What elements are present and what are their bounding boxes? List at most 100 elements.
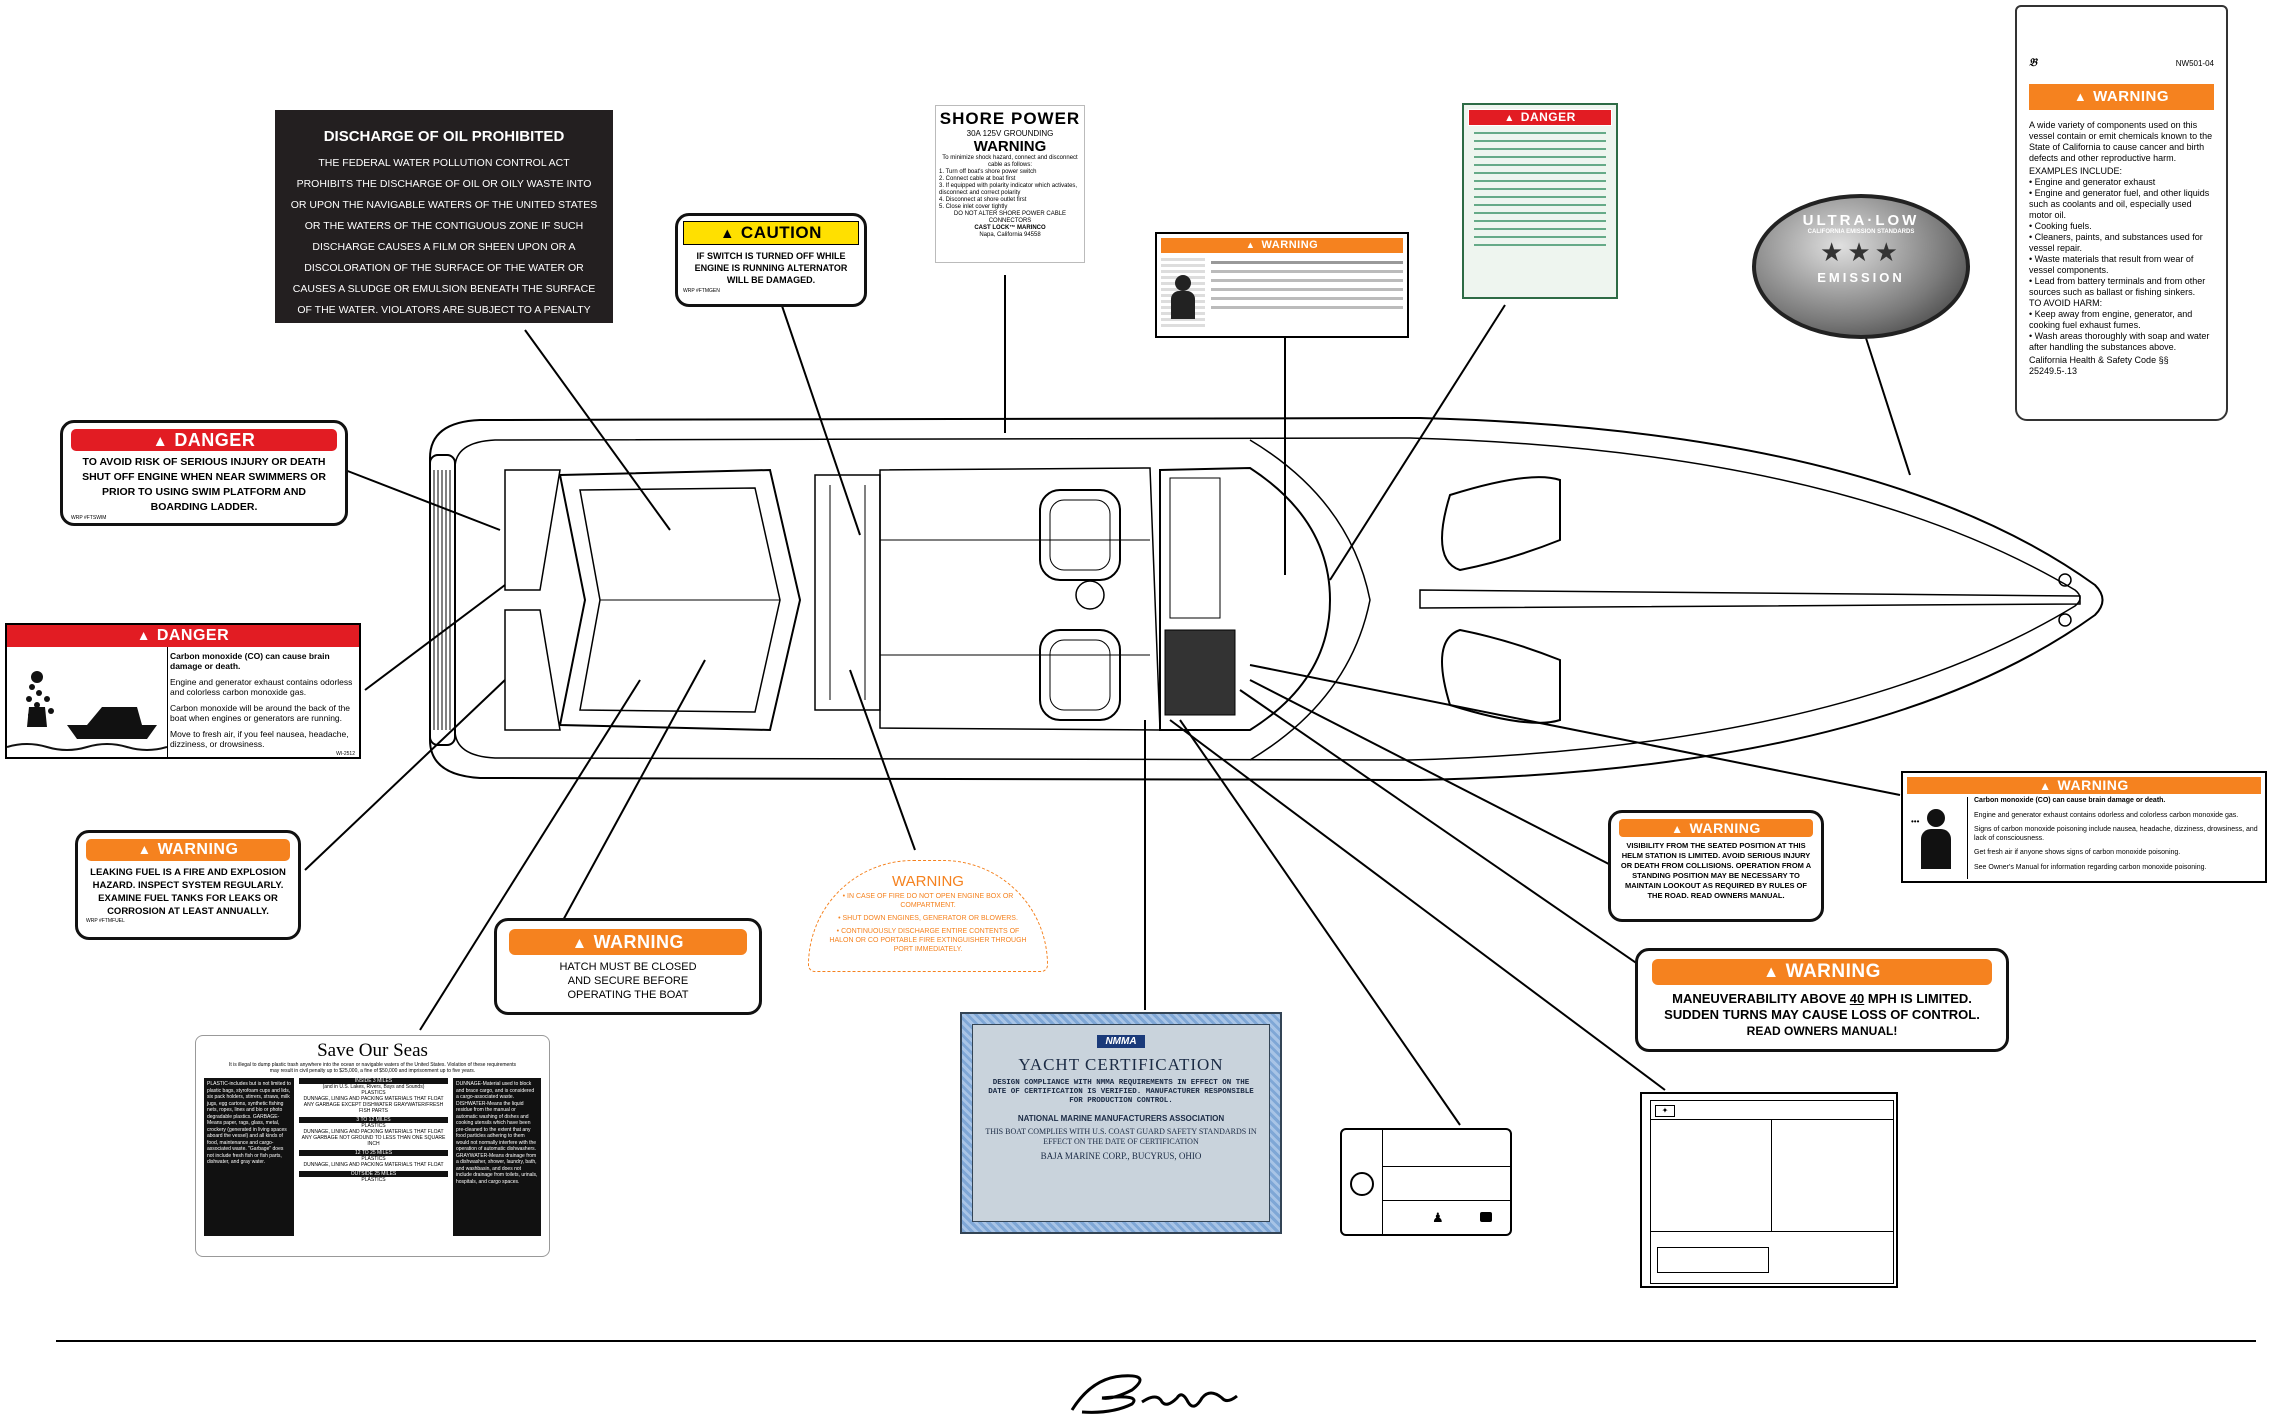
prop65-example: • Waste materials that result from wear …: [2029, 254, 2194, 275]
prop65-intro: A wide variety of components used on thi…: [2029, 120, 2213, 163]
seas-mid-line: DUNNAGE, LINING AND PACKING MATERIALS TH…: [303, 1162, 444, 1168]
prop65-example: • Engine and generator fuel, and other l…: [2029, 188, 2210, 220]
yacht-title: YACHT CERTIFICATION: [1018, 1055, 1224, 1074]
seas-zone-header: INSIDE 3 MILES: [299, 1078, 448, 1084]
seas-mid-line: ANY GARBAGE NOT GROUND TO LESS THAN ONE …: [301, 1135, 446, 1147]
nmma-logo-icon: NMMA: [1097, 1035, 1145, 1048]
yacht-p1: DESIGN COMPLIANCE WITH NMMA REQUIREMENTS…: [988, 1079, 1254, 1105]
shore-step: 2. Connect cable at boat first: [939, 176, 1016, 182]
prop65-warning-tag: 𝔅 NW501-04 ▲WARNING A wide variety of co…: [2015, 5, 2228, 421]
co-right-header-text: WARNING: [2057, 777, 2129, 793]
shore-power-steps: 1. Turn off boat's shore power switch 2.…: [939, 169, 1081, 225]
prop65-avoid: • Keep away from engine, generator, and …: [2029, 309, 2193, 330]
maneuver-warning-header: ▲WARNING: [1652, 959, 1992, 985]
co-right-line: Get fresh air if anyone shows signs of c…: [1974, 849, 2181, 856]
fuel-warning-label: ▲WARNING LEAKING FUEL IS A FIRE AND EXPL…: [75, 830, 301, 940]
fire-warning-line: • SHUT DOWN ENGINES, GENERATOR OR BLOWER…: [838, 915, 1018, 922]
seas-mid-line: (and in U.S. Lakes, Rivers, Bays and Sou…: [322, 1084, 425, 1090]
co-danger-p1: Carbon monoxide (CO) can cause brain dam…: [170, 651, 330, 671]
discharge-oil-label: DISCHARGE OF OIL PROHIBITED THE FEDERAL …: [275, 110, 613, 337]
emission-bottom-text: EMISSION: [1817, 270, 1905, 285]
baja-logo-icon: [1062, 1368, 1242, 1425]
co-danger-p4: Move to fresh air, if you feel nausea, h…: [170, 729, 349, 749]
visibility-warning-header-text: WARNING: [1689, 820, 1761, 836]
hatch-line: HATCH MUST BE CLOSED: [559, 961, 697, 973]
warning-triangle-icon: ▲: [720, 226, 735, 242]
fuel-warning-header-text: WARNING: [157, 841, 239, 858]
caution-header-text: CAUTION: [740, 223, 822, 242]
gas-danger-lines: [1468, 132, 1612, 246]
co-danger-label: ▲ DANGER Carbon monoxide (CO) can cause b…: [5, 623, 361, 759]
canadian-compliance-plate: ✦: [1640, 1092, 1898, 1288]
warning-triangle-icon: ▲: [137, 842, 152, 857]
seas-mid-line: PLASTICS: [361, 1156, 386, 1162]
warning-triangle-icon: ▲: [152, 433, 169, 450]
person-icon: •••: [1907, 797, 1968, 879]
warning-triangle-icon: ▲: [571, 935, 588, 952]
co-small-body: [1161, 257, 1403, 327]
maneuver-line1-pre: MANEUVERABILITY ABOVE: [1672, 991, 1850, 1006]
maneuver-line-1: MANEUVERABILITY ABOVE 40 MPH IS LIMITED.: [1652, 991, 1992, 1007]
maneuver-line-2: SUDDEN TURNS MAY CAUSE LOSS OF CONTROL.: [1664, 1007, 1980, 1022]
seas-intro: It is illegal to dump plastic trash anyw…: [228, 1062, 516, 1074]
person-icon: ♟: [1432, 1210, 1444, 1225]
co-danger-p3: Carbon monoxide will be around the back …: [170, 703, 351, 723]
co-right-line: Signs of carbon monoxide poisoning inclu…: [1974, 826, 2258, 842]
co-right-line: See Owner's Manual for information regar…: [1974, 863, 2207, 871]
warning-triangle-icon: ▲: [136, 628, 151, 643]
seas-right-column: DUNNAGE-Material used to block and brace…: [453, 1078, 541, 1236]
shore-power-subtitle: 30A 125V GROUNDING: [966, 129, 1054, 138]
caution-alternator-label: ▲ CAUTION IF SWITCH IS TURNED OFF WHILE E…: [675, 213, 867, 307]
co-danger-boat-illustration: [6, 647, 168, 755]
prop65-header: ▲WARNING: [2029, 84, 2214, 110]
shore-step: 3. If equipped with polarity indicator w…: [939, 183, 1078, 196]
seas-left-column: PLASTIC-includes but is not limited to p…: [204, 1078, 294, 1236]
shore-step: 5. Close inlet cover tightly: [939, 204, 1008, 210]
fuel-warning-part: WRP #FTMFUEL: [86, 918, 125, 924]
maneuver-line-3: READ OWNERS MANUAL!: [1746, 1024, 1898, 1038]
co-small-header: ▲WARNING: [1161, 238, 1403, 253]
maneuver-line1-post: MPH IS LIMITED.: [1864, 991, 1972, 1006]
prop65-tag-number: NW501-04: [2175, 59, 2214, 68]
shore-step: 4. Disconnect at shore outlet first: [939, 197, 1027, 203]
hatch-line: AND SECURE BEFORE: [567, 975, 689, 987]
swim-danger-part: WRP #FTSWIM: [71, 515, 107, 521]
prop65-avoid-title: TO AVOID HARM:: [2029, 298, 2103, 308]
canadian-flag-icon: ✦: [1655, 1105, 1675, 1117]
warning-triangle-icon: ▲: [2039, 779, 2052, 793]
caution-body: IF SWITCH IS TURNED OFF WHILE ENGINE IS …: [694, 251, 848, 285]
warning-triangle-icon: ▲: [1671, 822, 1684, 836]
seas-zone-header: OUTSIDE 25 MILES: [299, 1171, 448, 1177]
seas-zone-header: 12 TO 25 MILES: [299, 1150, 448, 1156]
fire-warning-label: WARNING • IN CASE OF FIRE DO NOT OPEN EN…: [808, 860, 1048, 972]
shore-power-header: WARNING: [973, 138, 1047, 155]
mounting-hole-icon: [1350, 1172, 1374, 1196]
seas-mid-line: PLASTICS: [361, 1123, 386, 1129]
hatch-warning-label: ▲WARNING HATCH MUST BE CLOSED AND SECURE…: [494, 918, 762, 1015]
baja-logo-icon: 𝔅: [2029, 57, 2037, 69]
caution-header: ▲ CAUTION: [683, 221, 859, 245]
visibility-warning-body: VISIBILITY FROM THE SEATED POSITION AT T…: [1620, 841, 1812, 900]
seas-title: Save Our Seas: [317, 1040, 428, 1061]
shore-power-title: SHORE POWER: [939, 109, 1081, 128]
emission-stars: ★★★: [1820, 237, 1902, 267]
warning-triangle-icon: ▲: [1763, 963, 1780, 981]
emission-arc-text: CALIFORNIA EMISSION STANDARDS: [1807, 229, 1915, 235]
co-danger-header-text: DANGER: [156, 627, 230, 644]
capacity-plate: ♟: [1340, 1128, 1512, 1236]
luggage-icon: [1480, 1212, 1492, 1222]
shore-power-maker: CAST LOCK™ MARINCO: [974, 225, 1046, 231]
hull-outline: [429, 416, 2104, 782]
ultra-low-emission-badge: ULTRA·LOW CALIFORNIA EMISSION STANDARDS …: [1752, 194, 1970, 339]
prop65-header-text: WARNING: [2093, 88, 2170, 105]
prop65-code: California Health & Safety Code §§ 25249…: [2029, 355, 2169, 376]
shore-power-city: Napa, California 94558: [979, 232, 1041, 238]
yacht-p2: THIS BOAT COMPLIES WITH U.S. COAST GUARD…: [985, 1127, 1257, 1146]
co-danger-part: WI-2512: [336, 751, 355, 757]
prop65-example: • Engine and generator exhaust: [2029, 177, 2156, 187]
co-right-line: Engine and generator exhaust contains od…: [1974, 811, 2239, 819]
co-small-warning-label: ▲WARNING: [1155, 232, 1409, 338]
shore-step: DO NOT ALTER SHORE POWER CABLE CONNECTOR…: [953, 211, 1067, 224]
prop65-example: • Cleaners, paints, and substances used …: [2029, 232, 2203, 253]
